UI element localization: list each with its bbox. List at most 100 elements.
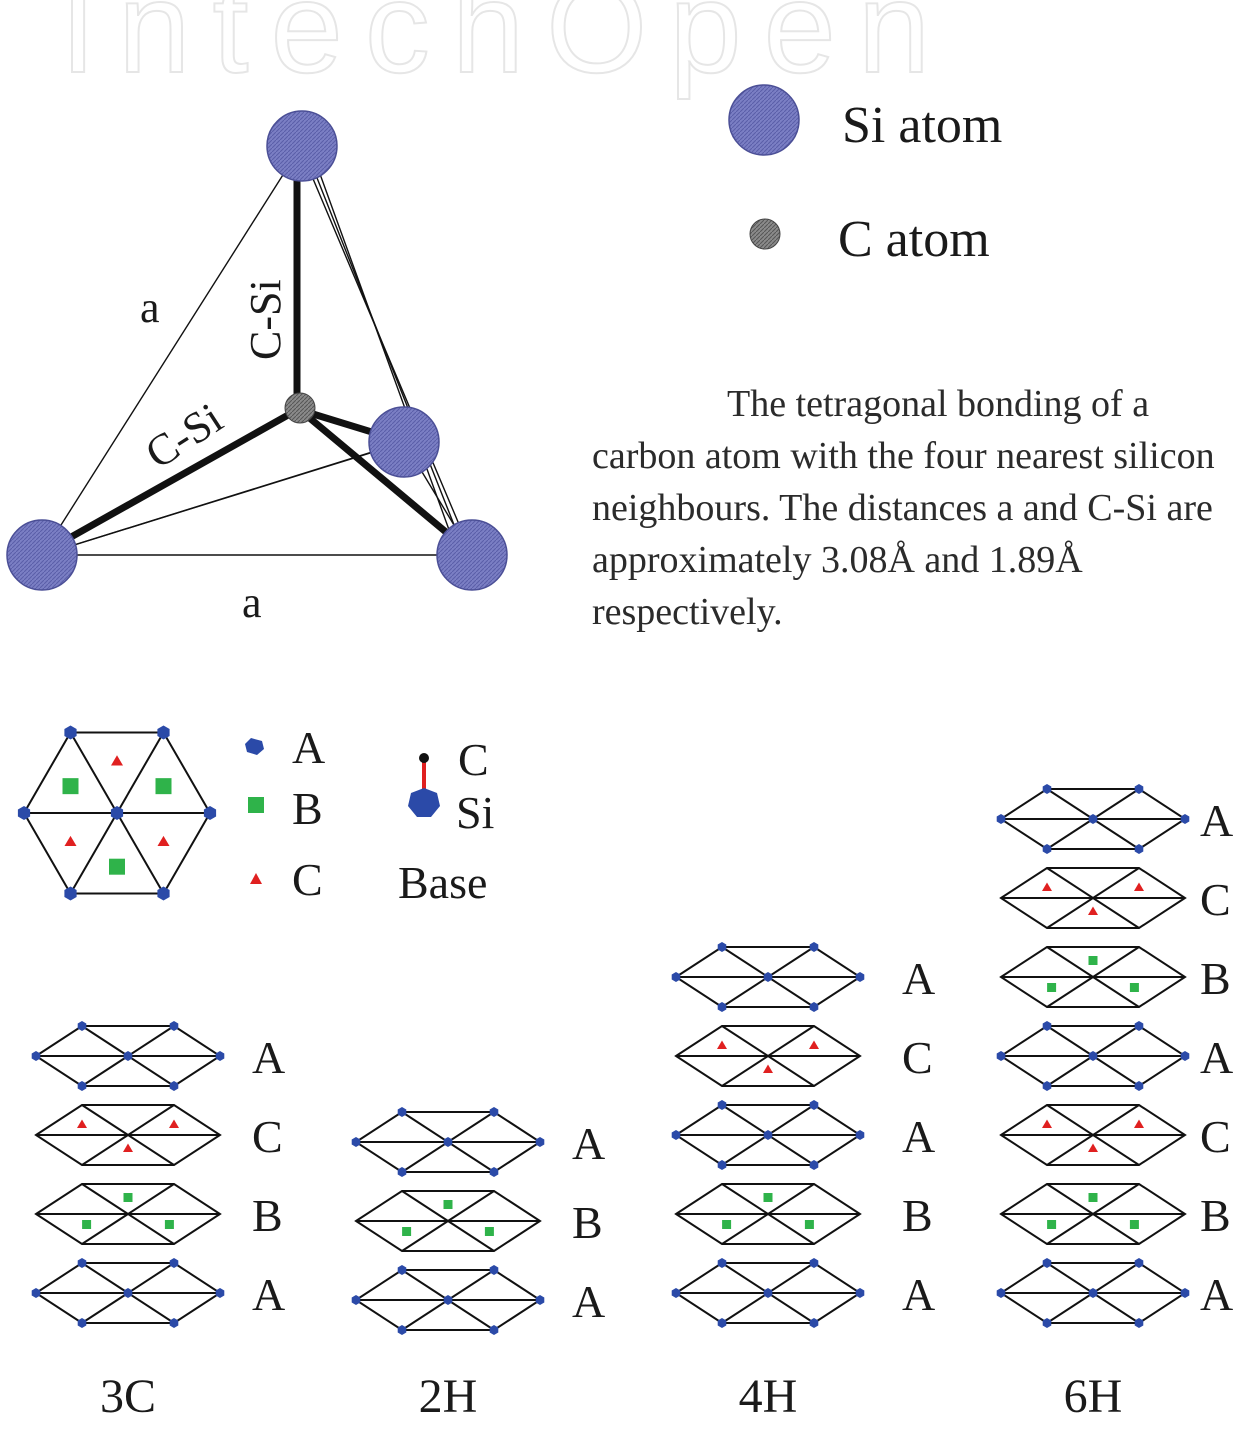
layer-a-site [169,1318,179,1328]
layer-a-site [31,1051,41,1061]
layer-label: A [1200,1269,1233,1320]
site-b-square [82,1220,92,1229]
layer-a-site [763,972,773,982]
layer-label: B [572,1197,603,1248]
layer-a-site [535,1137,545,1147]
c-atom-icon [749,218,781,250]
site-c-triangle [1042,1119,1052,1128]
layer-a-site [489,1265,499,1275]
site-b-label: B [292,783,323,834]
hexagon-vertex-dot [17,806,31,820]
layer-a-site [215,1288,225,1298]
site-b-square [763,1193,773,1202]
layer-a-site [77,1021,87,1031]
site-c-label: C [292,854,323,905]
layer-a-site [717,1258,727,1268]
site-b-square [62,778,79,795]
layer-a-site [763,1288,773,1298]
stacking-site-hexagon [17,725,217,901]
layer-a-site [671,972,681,982]
site-b-square [109,858,125,875]
layer-a-site [489,1107,499,1117]
layer-a-site [1088,1051,1098,1061]
base-si-icon [408,788,440,817]
layer-a-site [1088,814,1098,824]
layer-a-site [1088,1288,1098,1298]
stack-layer [34,1183,222,1245]
layer-a-site [123,1288,133,1298]
stack-layer [671,1100,865,1170]
layer-line [1046,1104,1140,1166]
layer-a-site [1134,1258,1144,1268]
layer-a-site [169,1081,179,1091]
tetrahedron-edges [41,147,473,556]
stack-layer [999,946,1187,1008]
si-atom-label: Si atom [842,97,1002,154]
hexagon-vertex-dot [64,886,77,901]
layer-a-site [1134,1081,1144,1091]
polytype-name: 6H [1064,1370,1123,1423]
layer-label: A [572,1118,605,1169]
stack-layer [999,1183,1187,1245]
layer-line [721,1025,815,1087]
site-b-square [722,1220,732,1229]
layer-a-site [1042,1318,1052,1328]
site-b-square [123,1193,133,1202]
base-label: Base [398,857,487,908]
layer-label: C [1200,874,1231,925]
hexagon-vertex-dot [203,806,217,820]
layer-a-site [123,1051,133,1061]
layer-a-site [1042,1081,1052,1091]
stack-layer [351,1107,545,1177]
layer-a-site [809,1002,819,1012]
si-atom-right [436,519,508,591]
tetrahedron: a a C-Si C-Si [6,110,508,627]
layer-label: B [252,1190,283,1241]
layer-a-site [809,1160,819,1170]
polytype-name: 3C [100,1370,156,1423]
layer-a-site [809,1318,819,1328]
stack-layer [996,1021,1190,1091]
layer-a-site [717,1100,727,1110]
layer-a-site [671,1288,681,1298]
site-c-triangle [763,1064,773,1073]
layer-a-site [996,814,1006,824]
stack-layer [34,1104,222,1166]
layer-a-site [809,1100,819,1110]
layer-line [1046,946,1140,1008]
layer-a-site [397,1265,407,1275]
layer-a-site [717,942,727,952]
stack-layer [674,1025,862,1087]
layer-a-site [1134,1318,1144,1328]
layer-a-site [996,1051,1006,1061]
layer-a-site [77,1318,87,1328]
layer-label: C [1200,1111,1231,1162]
layer-a-site [1134,1021,1144,1031]
polytype-name: 4H [739,1370,798,1423]
layer-label: A [902,1111,935,1162]
site-b-square [1088,956,1098,965]
layer-label: A [572,1276,605,1327]
site-b-square [1088,1193,1098,1202]
layer-a-site [717,1002,727,1012]
layer-line [81,1183,175,1245]
site-b-square [804,1220,814,1229]
c-atom-label: C atom [838,211,990,268]
layer-a-site [671,1130,681,1140]
bond-label-diagonal: C-Si [137,393,231,478]
layer-a-site [397,1107,407,1117]
layer-label: A [1200,795,1233,846]
layer-a-site [397,1325,407,1335]
site-b-square [402,1227,412,1236]
site-c-triangle [169,1119,179,1128]
layer-a-site [855,1288,865,1298]
stack-layer [671,1258,865,1328]
site-b-square [484,1227,494,1236]
layer-a-site [443,1295,453,1305]
layer-label: A [902,953,935,1004]
site-b-square [1047,983,1057,992]
layer-label: B [1200,953,1231,1004]
layer-a-site [1180,1288,1190,1298]
